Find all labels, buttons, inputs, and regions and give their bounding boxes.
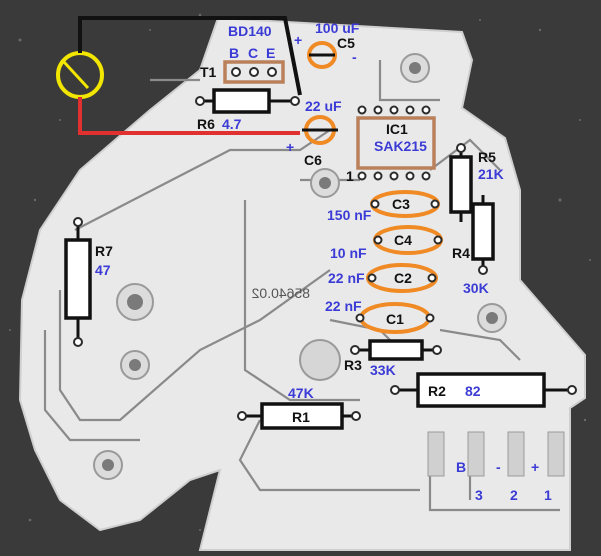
r4-value-label: 30K — [463, 280, 489, 296]
r2-name-label: R2 — [428, 383, 446, 399]
r4-name-label: R4 — [452, 245, 470, 261]
ic1-outline — [356, 116, 436, 170]
r6-value-label: 4.7 — [222, 116, 242, 132]
black-wire — [78, 16, 302, 96]
c1-name-label: C1 — [386, 311, 404, 327]
r6-pad-left — [195, 96, 205, 106]
c3-name-label: C3 — [392, 196, 410, 212]
connector-pin3-label: 3 — [475, 487, 483, 503]
c3-pad-right — [430, 199, 440, 209]
r7-pad-bottom — [73, 337, 83, 347]
t1-pad-e — [267, 67, 277, 77]
r6-body — [212, 88, 271, 114]
c2-pad-right — [427, 273, 437, 283]
t1-pin-c-label: C — [248, 45, 258, 61]
r3-name-label: R3 — [344, 357, 362, 373]
r1-pad-right — [351, 411, 361, 421]
ic1-pad-1 — [357, 171, 367, 181]
t1-pad-b — [231, 67, 241, 77]
c1-pad-left — [355, 313, 365, 323]
r5-name-label: R5 — [478, 149, 496, 165]
speaker-diagonal — [62, 60, 90, 90]
r3-body — [368, 339, 424, 361]
c3-pad-left — [370, 199, 380, 209]
c1-pad-right — [425, 313, 435, 323]
board-code-label: 85640.02 — [251, 285, 310, 301]
mounting-holes — [93, 53, 507, 480]
c3-value-label: 150 nF — [327, 207, 372, 223]
ic1-pad-3 — [389, 171, 399, 181]
connector-minus-label: - — [496, 459, 501, 475]
c4-pad-right — [433, 235, 443, 245]
c4-pad-left — [373, 235, 383, 245]
ic1-pad-5 — [421, 171, 431, 181]
t1-outline — [223, 60, 285, 84]
connector-plus-label: + — [531, 459, 539, 475]
connector-pads — [427, 431, 565, 477]
r6-pad-right — [290, 96, 300, 106]
r1-pad-left — [237, 411, 247, 421]
r5-pad-top — [456, 143, 466, 153]
ic1-pad-10 — [421, 105, 431, 115]
r7-name-label: R7 — [95, 243, 113, 259]
c1-value-label: 22 nF — [325, 298, 362, 314]
ic1-pad-2 — [373, 171, 383, 181]
c5-minus-label: - — [352, 49, 357, 65]
ic1-name-label: IC1 — [386, 121, 408, 137]
r4-body — [471, 202, 495, 261]
r7-body — [64, 238, 92, 320]
c4-value-label: 10 nF — [330, 245, 367, 261]
r7-value-label: 47 — [95, 262, 111, 278]
r3-pad-left — [350, 345, 360, 355]
r6-name-label: R6 — [197, 116, 215, 132]
red-wire — [78, 97, 300, 135]
c5-plus-label: + — [294, 32, 302, 48]
r1-name-label: R1 — [292, 409, 310, 425]
ic1-pad-9 — [405, 105, 415, 115]
connector-pin1-label: 1 — [544, 487, 552, 503]
pcb-board — [18, 16, 586, 551]
r3-pad-right — [432, 345, 442, 355]
ic1-pad-4 — [405, 171, 415, 181]
ic1-type-label: SAK215 — [374, 138, 427, 154]
c6-plus-label: + — [286, 139, 294, 155]
r4-pad-bottom — [478, 265, 488, 275]
r7-pad-top — [73, 217, 83, 227]
connector-pin2-label: 2 — [510, 487, 518, 503]
r2-pad-left — [390, 385, 400, 395]
ic1-pad-7 — [373, 105, 383, 115]
t1-type-label: BD140 — [228, 23, 272, 39]
t1-pad-c — [249, 67, 259, 77]
ic1-pin1-label: 1 — [346, 168, 354, 184]
c5-value-label: 100 uF — [315, 20, 360, 36]
r2-value-label: 82 — [465, 383, 481, 399]
r5-value-label: 21K — [478, 166, 504, 182]
c6-value-label: 22 uF — [305, 98, 342, 114]
r3-value-label: 33K — [370, 362, 396, 378]
r2-body — [416, 372, 546, 408]
c4-name-label: C4 — [394, 232, 412, 248]
c5-name-label: C5 — [337, 35, 355, 51]
c2-pad-left — [367, 273, 377, 283]
connector-b-label: B — [456, 459, 466, 475]
c6-name-label: C6 — [304, 152, 322, 168]
t1-name-label: T1 — [200, 64, 217, 80]
r2-pad-right — [567, 385, 577, 395]
t1-pin-e-label: E — [266, 45, 275, 61]
c2-value-label: 22 nF — [328, 270, 365, 286]
ic1-pad-6 — [357, 105, 367, 115]
r1-value-label: 47K — [288, 385, 314, 401]
r5-body — [449, 155, 473, 214]
ic1-pad-8 — [389, 105, 399, 115]
r1-body — [260, 402, 344, 430]
c2-name-label: C2 — [394, 270, 412, 286]
t1-pin-b-label: B — [229, 45, 239, 61]
